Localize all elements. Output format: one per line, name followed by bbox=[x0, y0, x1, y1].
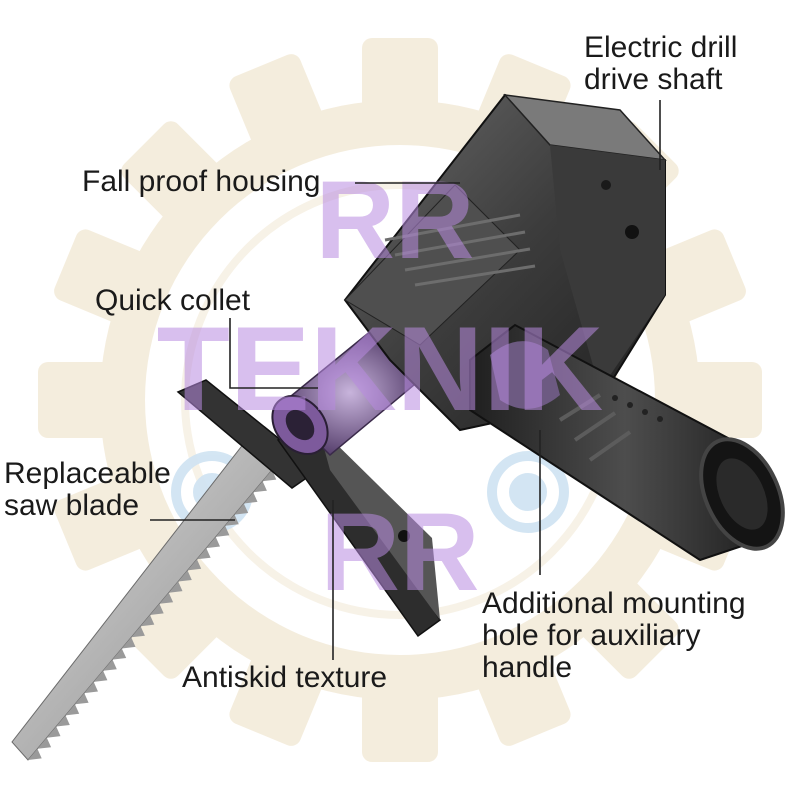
watermark-line-3: RR bbox=[321, 491, 480, 614]
label-antiskid-texture: Antiskid texture bbox=[182, 661, 388, 694]
label-drive-shaft: Electric drill drive shaft bbox=[584, 31, 738, 96]
label-quick-collet: Quick collet bbox=[95, 284, 251, 317]
leader-collet bbox=[229, 318, 318, 389]
quick-collet bbox=[271, 328, 422, 457]
base-shoe bbox=[176, 379, 442, 638]
leader-lines bbox=[150, 100, 661, 660]
housing-body bbox=[343, 93, 667, 432]
label-mounting-hole: Additional mounting hole for auxiliary h… bbox=[482, 587, 746, 684]
watermark-line-1: RR bbox=[316, 159, 475, 282]
watermark-line-2: TEKNIK bbox=[157, 302, 604, 436]
auxiliary-handle bbox=[469, 323, 785, 562]
brand-watermark: RR TEKNIK RR bbox=[157, 159, 604, 614]
label-fall-proof-housing: Fall proof housing bbox=[82, 165, 321, 198]
label-saw-blade: Replaceable saw blade bbox=[4, 457, 171, 522]
small-gear-right bbox=[487, 451, 569, 533]
